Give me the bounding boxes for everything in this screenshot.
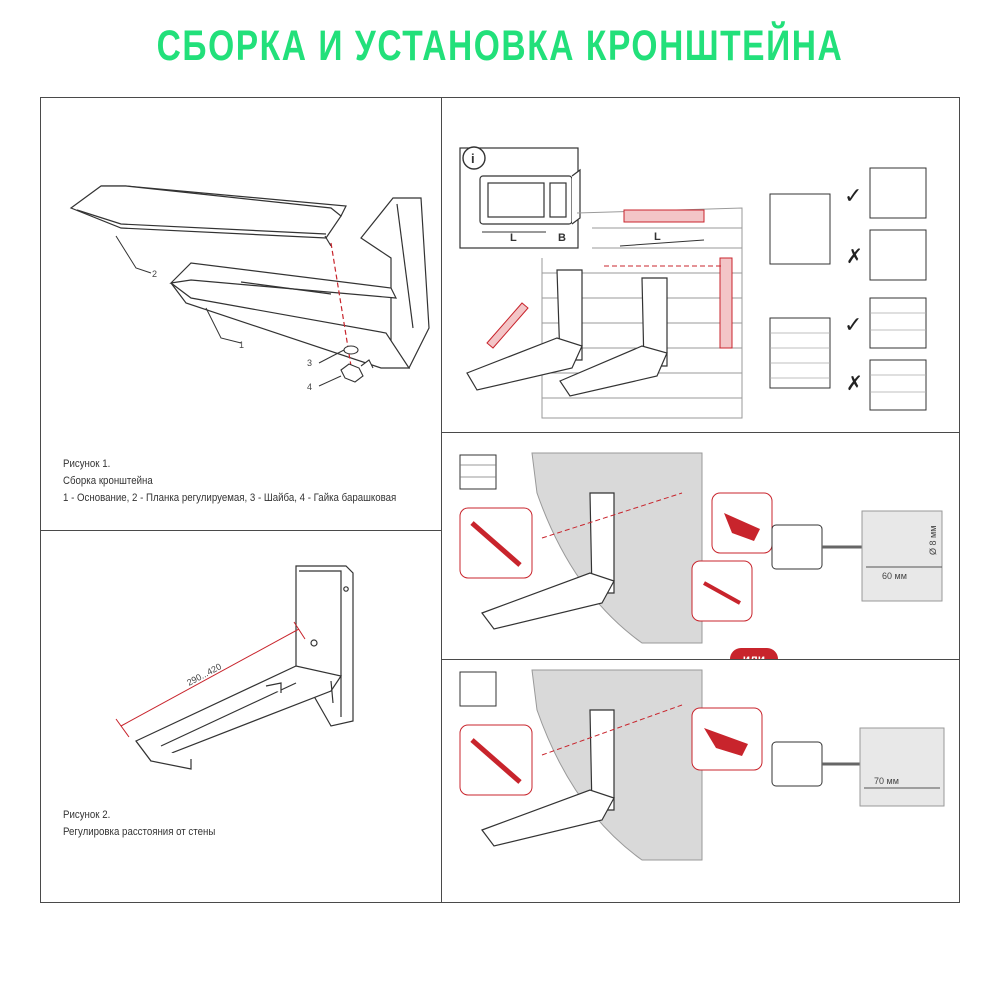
- figure1-panel: 2 1 3 4 Рисунок 1. Сборка кронштейна 1 -…: [40, 97, 442, 531]
- page-title: СБОРКА И УСТАНОВКА КРОНШТЕЙНА: [156, 22, 844, 70]
- figure1-caption: Рисунок 1. Сборка кронштейна 1 - Основан…: [63, 456, 396, 507]
- label-4: 4: [307, 382, 312, 392]
- spirit-level-horizontal: [623, 209, 705, 223]
- brick-icon: [459, 454, 497, 490]
- concrete-icon: [459, 671, 497, 707]
- label-1: 1: [239, 340, 244, 350]
- microwave-icon: [479, 168, 581, 225]
- check-icon: ✓: [844, 313, 862, 338]
- install-drawing: Ø 8 мм 60 мм: [459, 452, 943, 644]
- drill-icon: [724, 513, 760, 541]
- figure1-caption-legend: 1 - Основание, 2 - Планка регулируемая, …: [63, 492, 397, 504]
- drill-diameter: Ø 8 мм: [928, 526, 938, 555]
- range-label: 290...420: [185, 661, 223, 687]
- info-icon-letter: i: [471, 151, 475, 166]
- bracket-assembly-drawing: 2 1 3 4: [69, 185, 430, 392]
- drill-depth-box: [859, 727, 945, 807]
- drill-chuck: [771, 741, 823, 787]
- bracket-adjustment-drawing: 290...420: [115, 565, 354, 770]
- wall-dim-l: L: [654, 231, 661, 243]
- install-alt-panel: 70 мм: [441, 659, 960, 903]
- measure-panel: i L B L: [441, 97, 960, 433]
- install-alt-drawing: 70 мм: [459, 669, 945, 861]
- drill-depth-box: [861, 510, 943, 602]
- drill-chuck: [771, 524, 823, 570]
- screwdriver-icon: [470, 738, 522, 784]
- figure2-caption-title: Рисунок 2.: [63, 809, 111, 821]
- label-2: 2: [152, 269, 157, 279]
- drill-depth: 60 мм: [882, 571, 907, 581]
- info-icon: [462, 146, 486, 170]
- figure2-caption-subtitle: Регулировка расстояния от стены: [63, 826, 216, 838]
- figure1-caption-subtitle: Сборка кронштейна: [63, 475, 153, 487]
- pencil-icon: [486, 302, 529, 349]
- hammer-icon: [703, 581, 741, 605]
- label-3: 3: [307, 358, 312, 368]
- figure2-panel: 290...420 Рисунок 2. Регулировка расстоя…: [40, 530, 442, 903]
- spirit-level-vertical: [719, 257, 733, 349]
- wall-area: [531, 669, 703, 861]
- cross-icon: ✗: [846, 371, 863, 395]
- dim-b: B: [558, 232, 566, 244]
- cross-icon: ✗: [846, 244, 863, 268]
- screwdriver-icon: [470, 521, 522, 567]
- dim-l: L: [510, 232, 517, 244]
- wall-area: [531, 452, 703, 644]
- drill-depth: 70 мм: [874, 776, 899, 786]
- figure2-caption: Рисунок 2. Регулировка расстояния от сте…: [63, 807, 215, 841]
- measure-drawing: i L B L: [459, 146, 927, 419]
- figure1-caption-title: Рисунок 1.: [63, 458, 111, 470]
- install-panel: Ø 8 мм 60 мм: [441, 432, 960, 660]
- drill-icon: [704, 728, 748, 756]
- check-icon: ✓: [844, 184, 862, 209]
